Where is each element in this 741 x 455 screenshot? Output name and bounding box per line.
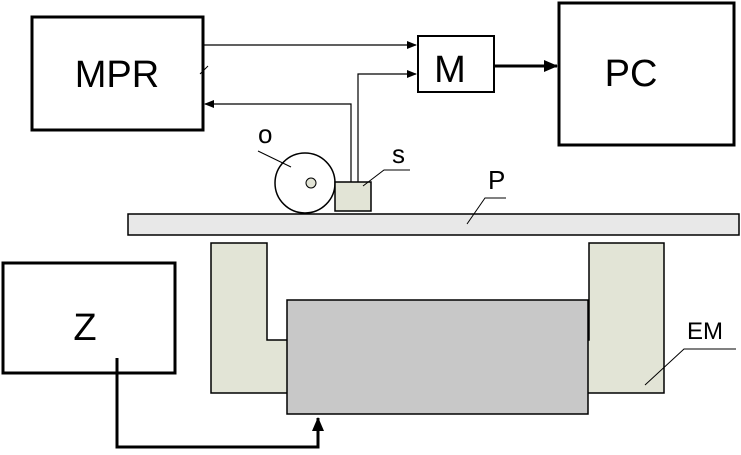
em-label: EM [687, 318, 723, 345]
sensor-box [334, 181, 372, 212]
em-leader [644, 348, 736, 386]
sensor-to-m-arrow [357, 70, 417, 182]
sensor-s: s [334, 139, 410, 212]
p-leader [466, 197, 506, 225]
magnet-core [286, 299, 589, 415]
object-o: o [257, 119, 336, 214]
m-box [417, 35, 495, 93]
mpr-label: MPR [75, 54, 159, 96]
p-label: P [488, 165, 505, 195]
mpr-tick [199, 65, 209, 75]
pc-box [557, 1, 736, 147]
plate-p: P [127, 165, 740, 236]
z-box [1, 261, 177, 375]
o-label: o [258, 119, 272, 149]
mpr-block: MPR [30, 15, 209, 132]
electromagnet-em: EM [210, 242, 736, 415]
s-leader [362, 169, 410, 187]
m-block: M [417, 35, 495, 93]
disk-center [305, 177, 317, 189]
pc-label: PC [605, 53, 658, 95]
sensor-to-mpr-arrow [204, 100, 352, 182]
plate [127, 213, 740, 236]
mpr-box [30, 15, 205, 132]
o-leader [257, 150, 292, 168]
z-to-em-arrow [115, 358, 324, 449]
pc-block: PC [557, 1, 736, 147]
s-label: s [392, 139, 405, 169]
disk [274, 152, 336, 214]
z-block: Z [1, 261, 177, 375]
z-label: Z [73, 307, 96, 349]
m-label: M [434, 49, 466, 91]
